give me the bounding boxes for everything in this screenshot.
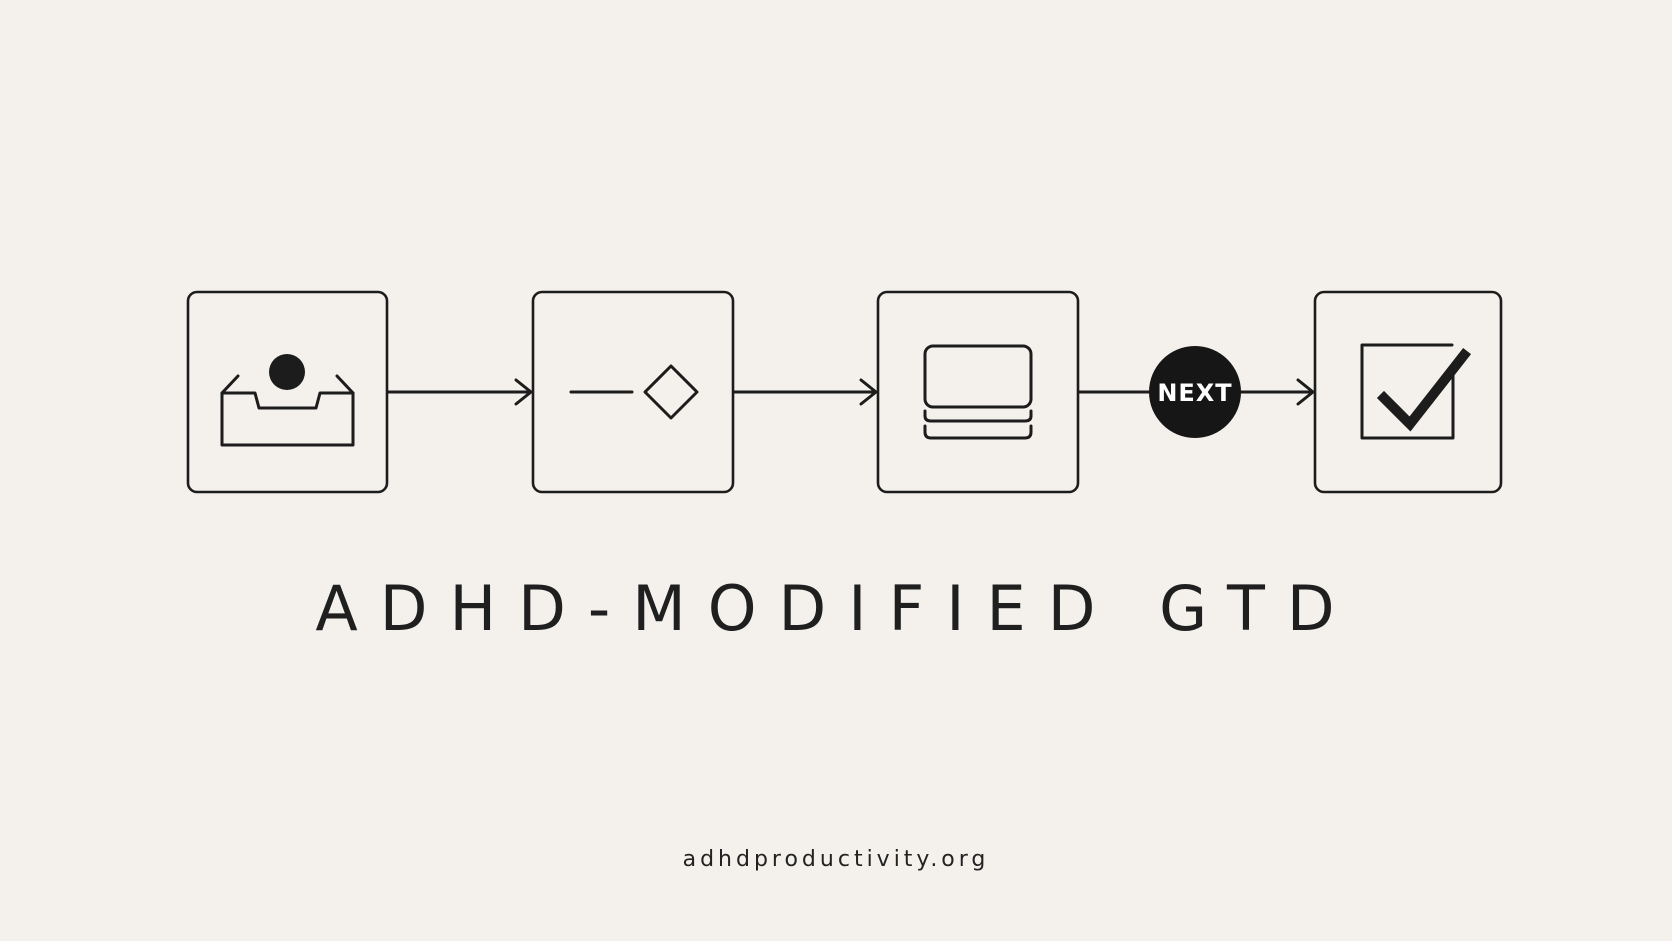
stack-icon — [923, 344, 1033, 440]
checkbox-check-icon — [1360, 343, 1472, 440]
arrow-connector — [1077, 378, 1315, 406]
page-title: ADHD-MODIFIED GTD — [315, 572, 1357, 645]
next-badge-label: NEXT — [1157, 379, 1232, 407]
step-done — [1313, 290, 1503, 494]
step-capture — [186, 290, 389, 494]
inbox-icon — [220, 354, 355, 447]
footer-url: adhdproductivity.org — [682, 847, 990, 872]
arrow-connector — [386, 378, 533, 406]
step-box — [186, 290, 389, 494]
next-badge: NEXT — [1149, 346, 1241, 438]
step-organize — [876, 290, 1080, 494]
step-clarify — [531, 290, 735, 494]
step-box — [1313, 290, 1503, 494]
arrow-connector — [732, 378, 878, 406]
step-box — [876, 290, 1080, 494]
line-diamond-icon — [569, 364, 699, 420]
